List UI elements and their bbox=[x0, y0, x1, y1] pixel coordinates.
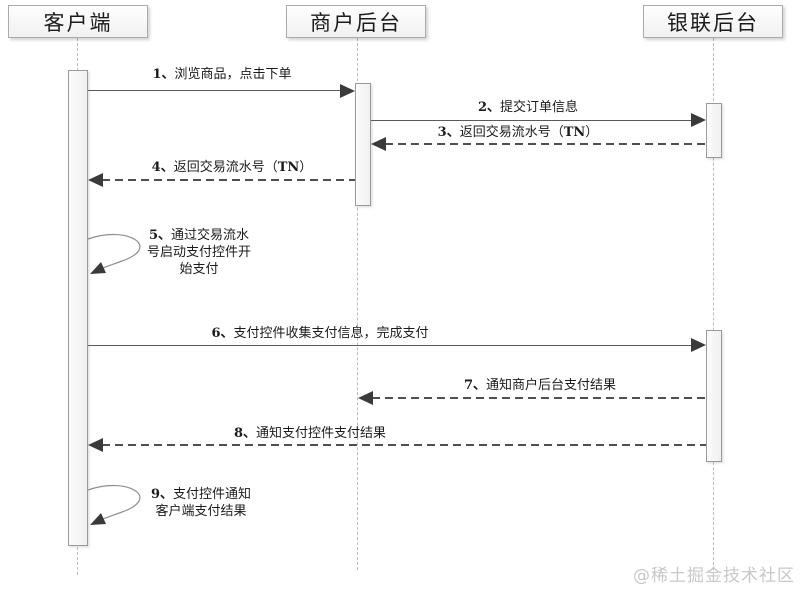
message-6-number: 6、 bbox=[211, 326, 234, 341]
message-1-line bbox=[88, 90, 342, 91]
message-4-label: 4、返回交易流水号（TN） bbox=[122, 159, 342, 176]
message-2-line bbox=[371, 120, 693, 121]
message-2-arrowhead-icon bbox=[691, 113, 706, 127]
unionpay-lifeline bbox=[713, 38, 714, 575]
message-5-text-line2: 号启动支付控件开 bbox=[146, 245, 251, 260]
message-5-line1: 5、通过交易流水 bbox=[128, 227, 270, 244]
merchant-activation-bar bbox=[355, 83, 371, 206]
unionpay-activation-bar-1 bbox=[706, 103, 722, 158]
message-6-arrowhead-icon bbox=[691, 338, 706, 352]
message-3-label: 3、返回交易流水号（TN） bbox=[408, 124, 628, 141]
message-4-number: 4、 bbox=[151, 160, 174, 175]
message-7-text: 通知商户后台支付结果 bbox=[486, 378, 617, 393]
message-4-arrowhead-icon bbox=[88, 173, 103, 187]
message-5-number: 5、 bbox=[148, 228, 172, 243]
message-1-label: 1、浏览商品，点击下单 bbox=[122, 66, 322, 83]
message-2-number: 2、 bbox=[477, 100, 501, 115]
participant-unionpay-label: 银联后台 bbox=[667, 10, 759, 35]
message-8-text: 通知支付控件支付结果 bbox=[256, 426, 387, 441]
message-8-number: 8、 bbox=[233, 426, 257, 441]
merchant-lifeline bbox=[357, 38, 358, 570]
message-2-text: 提交订单信息 bbox=[500, 100, 579, 115]
message-3-text: 返回交易流水号（ bbox=[459, 125, 564, 140]
message-7-arrowhead-icon bbox=[358, 391, 373, 405]
message-3-text-suffix: ） bbox=[585, 125, 599, 140]
unionpay-activation-bar-2 bbox=[706, 330, 722, 462]
message-9-number: 9、 bbox=[150, 487, 174, 502]
message-9-self-loop-icon bbox=[87, 484, 141, 525]
message-8-arrowhead-icon bbox=[88, 438, 103, 452]
message-7-line bbox=[372, 397, 706, 399]
client-activation-bar bbox=[68, 70, 88, 546]
participant-client-label: 客户端 bbox=[43, 10, 113, 35]
message-2-label: 2、提交订单信息 bbox=[428, 99, 628, 116]
message-9-text-line2: 客户端支付结果 bbox=[155, 504, 247, 519]
message-8-label: 8、通知支付控件支付结果 bbox=[200, 425, 420, 442]
message-7-number: 7、 bbox=[463, 378, 487, 393]
message-5-label: 5、通过交易流水 号启动支付控件开 始支付 bbox=[128, 227, 270, 278]
message-5-text-line3: 始支付 bbox=[179, 262, 219, 277]
message-6-line bbox=[88, 345, 693, 346]
message-5-text-line1: 通过交易流水 bbox=[171, 228, 250, 243]
message-9-line1: 9、支付控件通知 bbox=[132, 486, 270, 503]
message-1-text: 浏览商品，点击下单 bbox=[174, 67, 292, 82]
participant-merchant-label: 商户后台 bbox=[310, 10, 402, 35]
message-4-text: 返回交易流水号（ bbox=[173, 160, 278, 175]
message-3-text-bold: TN bbox=[563, 125, 586, 140]
message-3-arrowhead-icon bbox=[371, 137, 386, 151]
participant-box-client: 客户端 bbox=[8, 5, 148, 38]
message-7-label: 7、通知商户后台支付结果 bbox=[430, 377, 650, 394]
message-6-label: 6、支付控件收集支付信息，完成支付 bbox=[170, 325, 470, 342]
message-1-arrowhead-icon bbox=[340, 84, 355, 98]
juejin-watermark: @稀土掘金技术社区 bbox=[633, 566, 795, 586]
participant-box-unionpay: 银联后台 bbox=[643, 5, 783, 38]
message-4-line bbox=[102, 179, 355, 181]
message-3-number: 3、 bbox=[437, 125, 460, 140]
message-1-number: 1、 bbox=[152, 67, 175, 82]
participant-box-merchant: 商户后台 bbox=[286, 5, 426, 38]
message-4-text-bold: TN bbox=[277, 160, 300, 175]
message-4-text-suffix: ） bbox=[299, 160, 313, 175]
message-9-label: 9、支付控件通知 客户端支付结果 bbox=[132, 486, 270, 520]
message-5-self-loop-icon bbox=[87, 233, 141, 274]
message-8-line bbox=[102, 444, 706, 446]
message-3-line bbox=[385, 143, 706, 145]
message-6-text: 支付控件收集支付信息，完成支付 bbox=[233, 326, 429, 341]
message-9-text-line1: 支付控件通知 bbox=[173, 487, 252, 502]
